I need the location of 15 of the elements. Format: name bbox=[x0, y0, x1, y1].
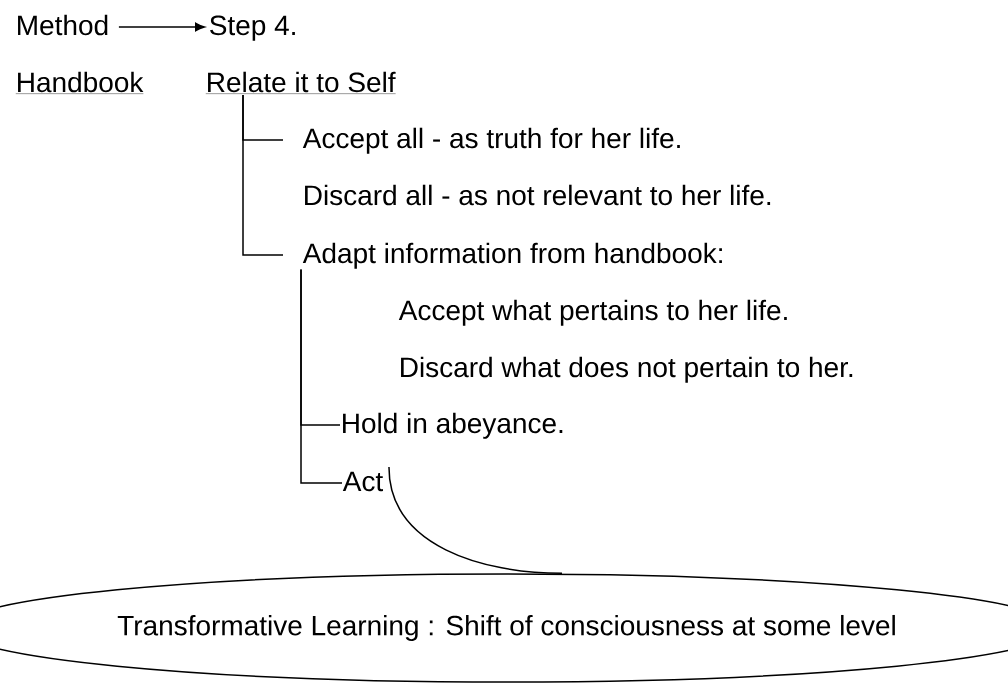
step-text: Discard all - as not relevant to her life. bbox=[305, 184, 771, 206]
step-text: Discard what does not pertain to her. bbox=[401, 356, 853, 383]
heading-text: Handbook bbox=[15, 71, 144, 94]
step-text: Accept all - as truth for her life. bbox=[302, 127, 680, 154]
step-text: Act bbox=[342, 471, 383, 492]
step-text: Accept what pertains to her life. bbox=[398, 299, 787, 326]
step-text: Adapt information from handbook: bbox=[302, 242, 722, 269]
step-text: Step 4. bbox=[210, 15, 295, 41]
arrow bbox=[118, 22, 205, 32]
heading-text: Relate it to Self bbox=[205, 71, 396, 94]
step-text: Hold in abeyance. bbox=[343, 412, 563, 439]
tree-connector bbox=[242, 94, 284, 256]
tree-connector bbox=[300, 268, 343, 484]
step-text: Method bbox=[18, 14, 108, 36]
curved-connector bbox=[388, 466, 563, 574]
